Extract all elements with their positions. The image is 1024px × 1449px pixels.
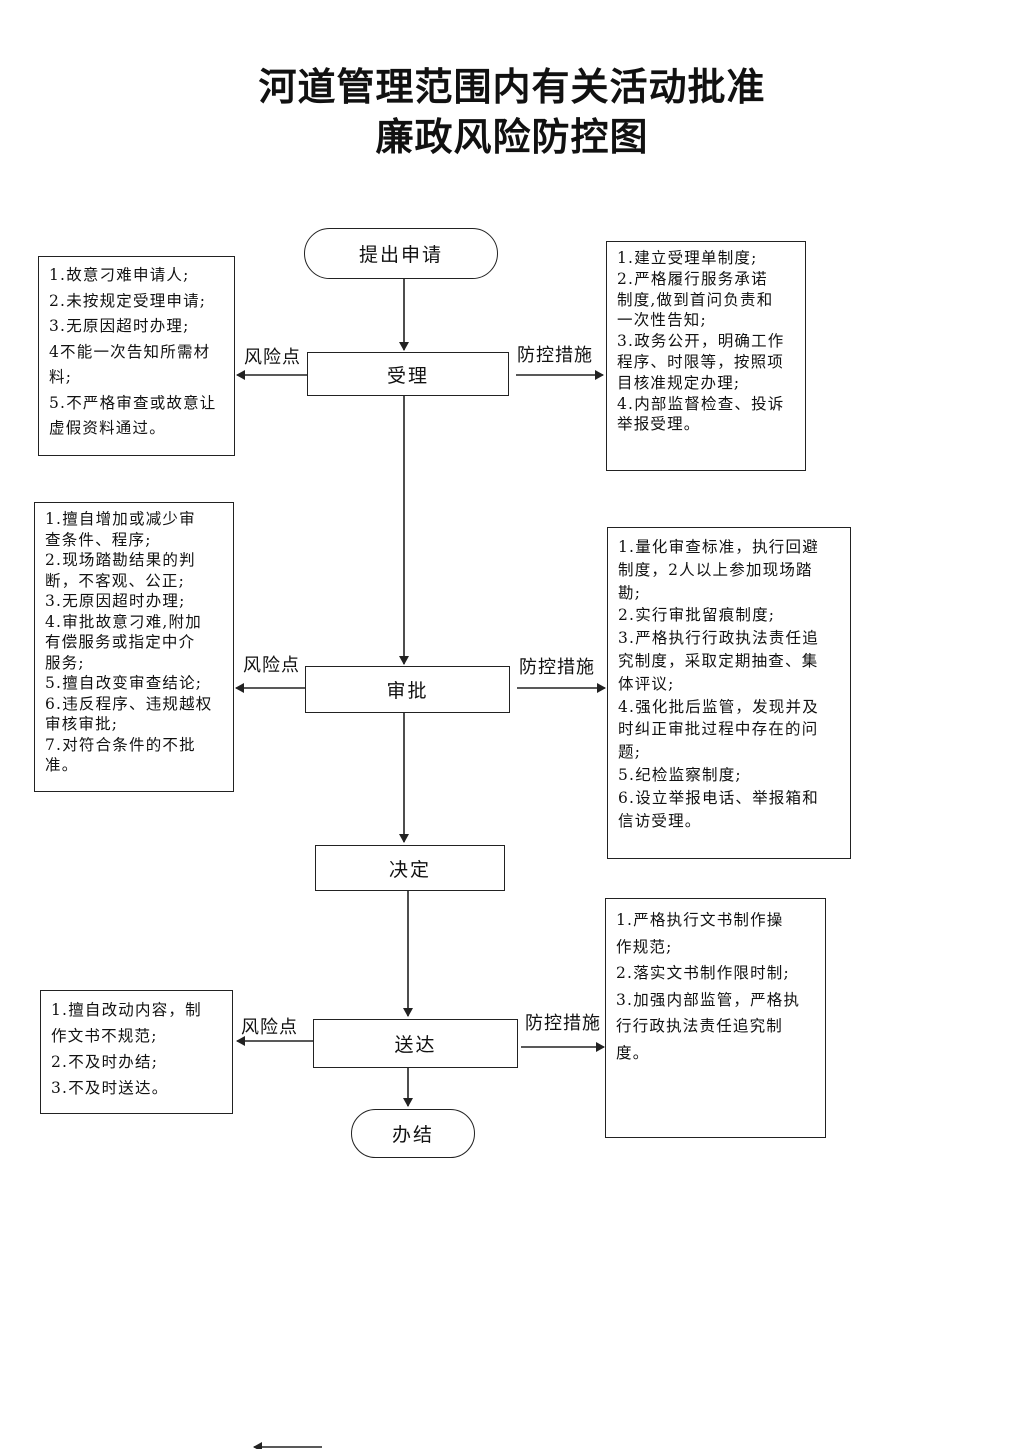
control-label-accept: 防控措施: [517, 345, 593, 366]
control-review-line: 3.严格执行行政执法责任追: [618, 629, 819, 648]
risk-review-line: 准。: [45, 756, 79, 774]
control-box-deliver: 1.严格执行文书制作操 作规范; 2.落实文书制作限时制; 3.加强内部监管，严…: [605, 898, 826, 1138]
risk-review-line: 2.现场踏勘结果的判: [45, 551, 196, 569]
risk-box-review: 1.擅自增加或减少审 查条件、程序; 2.现场踏勘结果的判 断，不客观、公正; …: [34, 502, 234, 792]
risk-accept-line: 4不能一次告知所需材: [49, 342, 211, 361]
control-review-line: 制度，2人以上参加现场踏: [618, 560, 813, 579]
risk-box-deliver: 1.擅自改动内容，制 作文书不规范; 2.不及时办结; 3.不及时送达。: [40, 990, 233, 1114]
node-start: 提出申请: [304, 228, 498, 279]
node-accept: 受理: [307, 352, 509, 396]
risk-label-accept: 风险点: [244, 347, 301, 368]
control-box-accept: 1.建立受理单制度; 2.严格履行服务承诺 制度,做到首问负责和 一次性告知; …: [606, 241, 806, 471]
risk-label-review: 风险点: [243, 655, 300, 676]
risk-review-line: 4.审批故意刁难,附加: [45, 612, 202, 631]
risk-review-line: 查条件、程序;: [45, 530, 152, 549]
risk-deliver-line: 作文书不规范;: [51, 1027, 158, 1045]
risk-deliver-line: 3.不及时送达。: [51, 1079, 169, 1097]
page-title-line-1: 河道管理范围内有关活动批准: [258, 64, 766, 109]
risk-review-line: 5.擅自改变审查结论;: [45, 674, 203, 692]
control-review-line: 勘;: [618, 583, 642, 602]
risk-review-line: 服务;: [45, 653, 85, 672]
control-review-line: 究制度，采取定期抽查、集: [618, 651, 819, 670]
control-accept-line: 程序、时限等，按照项: [617, 352, 785, 371]
control-label-deliver: 防控措施: [525, 1013, 601, 1034]
control-deliver-line: 1.严格执行文书制作操: [616, 911, 784, 929]
risk-deliver-line: 2.不及时办结;: [51, 1053, 159, 1071]
control-deliver-line: 度。: [616, 1043, 650, 1062]
control-accept-line: 4.内部监督检查、投诉: [617, 394, 785, 413]
control-label-review: 防控措施: [519, 657, 595, 678]
control-deliver-line: 行行政执法责任追究制: [616, 1017, 784, 1035]
node-deliver: 送达: [313, 1019, 518, 1068]
control-accept-line: 制度,做到首问负责和: [617, 290, 774, 309]
control-deliver-line: 作规范;: [616, 937, 673, 956]
risk-box-accept: 1.故意刁难申请人; 2.未按规定受理申请; 3.无原因超时办理; 4不能一次告…: [38, 256, 235, 456]
node-end: 办结: [351, 1109, 475, 1158]
control-review-line: 2.实行审批留痕制度;: [618, 606, 776, 625]
control-review-line: 6.设立举报电话、举报箱和: [618, 788, 819, 807]
control-accept-line: 3.政务公开，明确工作: [617, 332, 785, 351]
control-accept-line: 目核准规定办理;: [617, 373, 741, 392]
risk-accept-line: 3.无原因超时办理;: [49, 317, 190, 335]
control-review-line: 时纠正审批过程中存在的问: [618, 720, 819, 739]
risk-review-line: 7.对符合条件的不批: [45, 735, 196, 754]
control-review-line: 体评议;: [618, 674, 675, 693]
risk-accept-line: 2.未按规定受理申请;: [49, 291, 207, 310]
control-accept-line: 举报受理。: [617, 415, 701, 434]
risk-review-line: 6.违反程序、违规越权: [45, 694, 213, 713]
risk-deliver-line: 1.擅自改动内容，制: [51, 1001, 202, 1019]
risk-review-line: 1.擅自增加或减少审: [45, 510, 196, 528]
node-decide: 决定: [315, 845, 505, 891]
risk-accept-line: 5.不严格审查或故意让: [49, 393, 217, 412]
control-deliver-line: 3.加强内部监管，严格执: [616, 990, 801, 1009]
page-title-line-2: 廉政风险防控图: [375, 114, 649, 159]
risk-review-line: 3.无原因超时办理;: [45, 592, 186, 610]
control-accept-line: 1.建立受理单制度;: [617, 249, 758, 267]
risk-accept-line: 虚假资料通过。: [49, 419, 166, 437]
risk-review-line: 断，不客观、公正;: [45, 571, 186, 590]
risk-accept-line: 1.故意刁难申请人;: [49, 266, 190, 284]
risk-accept-line: 料;: [49, 368, 73, 386]
node-review: 审批: [305, 666, 510, 713]
control-review-line: 4.强化批后监管，发现并及: [618, 697, 819, 716]
control-review-line: 题;: [618, 743, 642, 762]
risk-review-line: 审核审批;: [45, 715, 119, 733]
risk-review-line: 有偿服务或指定中介: [45, 633, 196, 651]
control-accept-line: 一次性告知;: [617, 311, 707, 330]
risk-label-deliver: 风险点: [241, 1017, 298, 1038]
control-box-review: 1.量化审查标准，执行回避 制度，2人以上参加现场踏 勘; 2.实行审批留痕制度…: [607, 527, 851, 859]
control-deliver-line: 2.落实文书制作限时制;: [616, 964, 790, 982]
control-review-line: 信访受理。: [618, 811, 702, 830]
control-accept-line: 2.严格履行服务承诺: [617, 269, 768, 288]
control-review-line: 5.纪检监察制度;: [618, 765, 742, 784]
control-review-line: 1.量化审查标准，执行回避: [618, 538, 819, 556]
